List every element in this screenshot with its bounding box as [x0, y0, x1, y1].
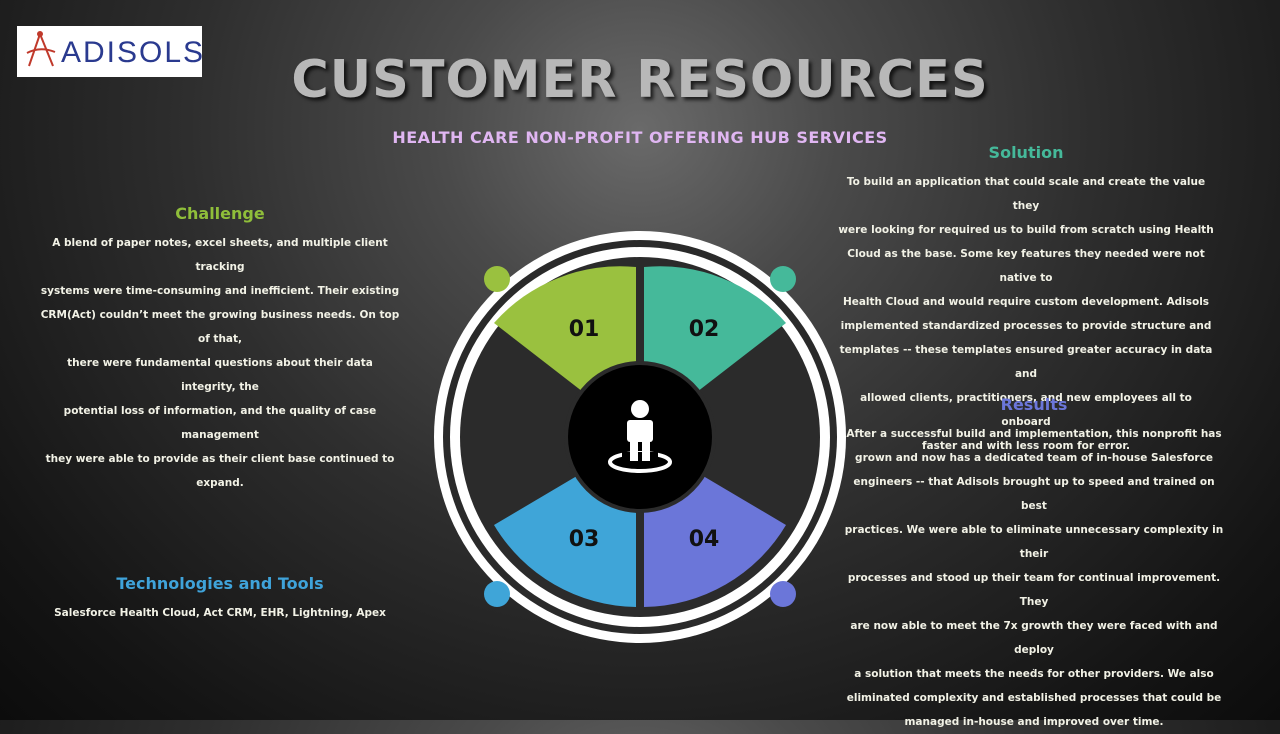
- dot-04: [770, 581, 796, 607]
- solution-line: allowed clients, practitioners, and new …: [860, 392, 1192, 428]
- solution-line: Cloud as the base. Some key features the…: [847, 248, 1205, 284]
- page-title: CUSTOMER RESOURCES: [291, 50, 989, 110]
- dot-02: [770, 266, 796, 292]
- page-subtitle: HEALTH CARE NON-PROFIT OFFERING HUB SERV…: [392, 128, 888, 147]
- results-line: a solution that meets the needs for othe…: [854, 668, 1214, 680]
- challenge-body: A blend of paper notes, excel sheets, an…: [40, 231, 400, 495]
- challenge-line: A blend of paper notes, excel sheets, an…: [52, 237, 388, 273]
- segment-label-01: 01: [569, 317, 600, 342]
- solution-line: To build an application that could scale…: [846, 176, 1206, 212]
- solution-line: implemented standardized processes to pr…: [840, 320, 1212, 332]
- solution-line: Health Cloud and would require custom de…: [842, 296, 1210, 308]
- results-body: After a successful build and implementat…: [844, 422, 1224, 734]
- results-line: After a successful build and implementat…: [846, 428, 1222, 440]
- solution-line: were looking for required us to build fr…: [838, 224, 1214, 236]
- challenge-heading: Challenge: [175, 204, 265, 223]
- solution-body: To build an application that could scale…: [836, 170, 1216, 458]
- tech-body: Salesforce Health Cloud, Act CRM, EHR, L…: [54, 607, 386, 619]
- results-line: engineers -- that Adisols brought up to …: [853, 476, 1215, 512]
- challenge-line: CRM(Act) couldn’t meet the growing busin…: [40, 309, 400, 345]
- segment-label-02: 02: [689, 317, 720, 342]
- tech-heading: Technologies and Tools: [116, 574, 324, 593]
- results-line: eliminated complexity and established pr…: [846, 692, 1222, 704]
- adisols-logo: ADISOLS: [17, 26, 206, 77]
- results-heading: Results: [1000, 395, 1068, 414]
- results-line: processes and stood up their team for co…: [847, 572, 1221, 608]
- four-step-wheel: 01 02 03 04: [434, 231, 846, 643]
- person-on-platform-icon: [608, 400, 672, 473]
- dot-03: [484, 581, 510, 607]
- results-line: practices. We were able to eliminate unn…: [844, 524, 1224, 560]
- challenge-line: they were able to provide as their clien…: [45, 453, 395, 489]
- segment-label-04: 04: [689, 527, 720, 552]
- segment-label-03: 03: [569, 527, 600, 552]
- compass-icon: [26, 31, 56, 67]
- solution-line: faster and with less room for error.: [921, 440, 1131, 452]
- logo-text: ADISOLS: [61, 36, 206, 69]
- results-line: are now able to meet the 7x growth they …: [850, 620, 1218, 656]
- results-line: grown and now has a dedicated team of in…: [855, 452, 1213, 464]
- footer-mark: .: [1032, 662, 1035, 673]
- solution-heading: Solution: [988, 143, 1064, 162]
- solution-line: templates -- these templates ensured gre…: [839, 344, 1213, 380]
- dot-01: [484, 266, 510, 292]
- challenge-line: potential loss of information, and the q…: [63, 405, 377, 441]
- challenge-line: there were fundamental questions about t…: [67, 357, 373, 393]
- challenge-line: systems were time-consuming and ineffici…: [40, 285, 400, 297]
- results-line: managed in-house and improved over time.: [904, 716, 1164, 728]
